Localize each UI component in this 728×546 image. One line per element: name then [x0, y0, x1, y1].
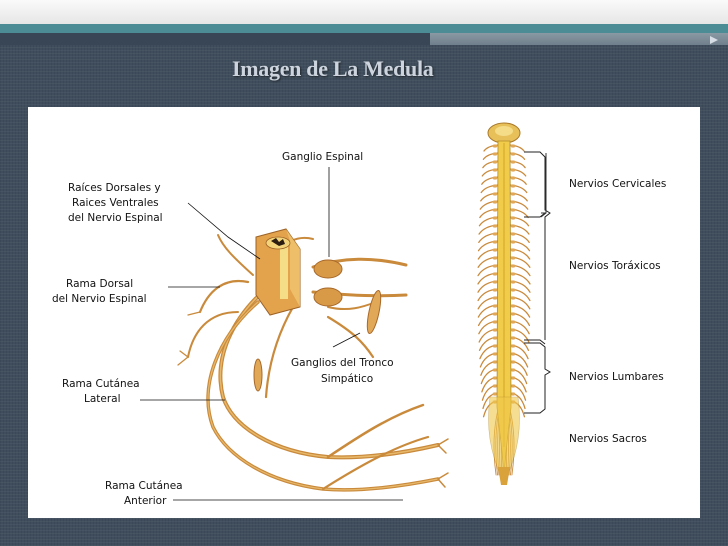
spinal-ganglion-node [510, 256, 516, 260]
spinal-ganglion-node [510, 216, 516, 220]
spinal-ganglion-node [492, 288, 498, 292]
spinal-ganglion-node [492, 352, 498, 356]
spinal-ganglion-node [510, 248, 516, 252]
spinal-ganglion-node [492, 376, 498, 380]
leader-lines-left [140, 167, 403, 501]
spinal-ganglion-node [510, 304, 516, 308]
spinal-ganglion-node [492, 272, 498, 276]
spinal-ganglion-node [492, 248, 498, 252]
spinal-ganglion-node [510, 360, 516, 364]
spinal-ganglion-node [492, 336, 498, 340]
spinal-ganglion-node [510, 288, 516, 292]
figure-panel: Ganglio Espinal Raíces Dorsales y Raices… [28, 107, 700, 518]
spinal-ganglion-node [510, 184, 516, 188]
label-rama-lateral-line2: Lateral [84, 393, 121, 405]
spinal-ganglion-node [510, 352, 516, 356]
label-nervios-toraxicos: Nervios Toráxicos [569, 260, 661, 272]
label-raices-line3: del Nervio Espinal [68, 212, 163, 224]
label-ganglios-tronco-line1: Ganglios del Tronco [291, 357, 394, 369]
region-brackets [524, 151, 551, 414]
header-tab [0, 33, 430, 45]
nerve-illustration [177, 228, 449, 492]
spinal-ganglion-node [492, 304, 498, 308]
spinal-ganglion-node [510, 296, 516, 300]
triangle-right-icon [710, 36, 718, 44]
label-nervios-cervicales: Nervios Cervicales [569, 178, 666, 190]
top-band [0, 0, 728, 24]
spinal-ganglion-node [492, 224, 498, 228]
spinal-ganglion-node [492, 192, 498, 196]
label-rama-lateral-line1: Rama Cutánea [62, 378, 140, 390]
spinal-ganglion-node [510, 328, 516, 332]
spinal-cord-section [255, 228, 301, 316]
spinal-ganglion-node [492, 296, 498, 300]
spinal-ganglion-node [510, 208, 516, 212]
label-nervios-sacros: Nervios Sacros [569, 433, 647, 445]
bracket-lines [540, 153, 547, 218]
spinal-ganglion-node [510, 368, 516, 372]
spinal-ganglion-node [510, 224, 516, 228]
slide-title: Imagen de La Medula [232, 56, 434, 81]
spinal-ganglion-node [510, 240, 516, 244]
label-raices-line2: Raices Ventrales [72, 197, 159, 209]
label-nervios-lumbares: Nervios Lumbares [569, 371, 664, 383]
spinal-ganglion-node [510, 376, 516, 380]
spinal-ganglion-node [510, 264, 516, 268]
spinal-column-illustration [477, 122, 531, 485]
accent-strip [0, 24, 728, 33]
spinal-ganglion-node [492, 360, 498, 364]
spinal-ganglion-node [492, 320, 498, 324]
spinal-ganglion-node [510, 176, 516, 180]
spinal-ganglion-node [510, 384, 516, 388]
spinal-ganglion-node [492, 144, 498, 148]
spinal-ganglion-node [492, 184, 498, 188]
spinal-ganglion-node [492, 152, 498, 156]
spinal-ganglion-node [492, 312, 498, 316]
spinal-ganglion-node [510, 168, 516, 172]
spinal-ganglion-node [510, 144, 516, 148]
spinal-ganglion-node [510, 280, 516, 284]
spinal-ganglion-node [492, 280, 498, 284]
label-rama-anterior-line2: Anterior [124, 495, 167, 507]
label-ganglio-espinal: Ganglio Espinal [282, 151, 363, 163]
spinal-ganglion-node [492, 168, 498, 172]
spinal-ganglion-node [492, 328, 498, 332]
spinal-ganglion-node [492, 232, 498, 236]
spinal-ganglion-node [492, 256, 498, 260]
label-rama-anterior-line1: Rama Cutánea [105, 480, 183, 492]
spinal-ganglion-node [492, 368, 498, 372]
spinal-ganglion-node [492, 176, 498, 180]
spinal-ganglion-node [510, 232, 516, 236]
spinal-cord-diagram: Ganglio Espinal Raíces Dorsales y Raices… [52, 122, 666, 507]
spinal-ganglion-node [510, 200, 516, 204]
spinal-ganglion-node [492, 200, 498, 204]
spinal-ganglion-node [492, 216, 498, 220]
label-raices-line1: Raíces Dorsales y [68, 182, 161, 194]
spinal-ganglion-node [510, 344, 516, 348]
spinal-ganglion-node [492, 160, 498, 164]
label-rama-dorsal-line1: Rama Dorsal [66, 278, 133, 290]
spinal-ganglion-node [492, 384, 498, 388]
spinal-ganglion-node [492, 392, 498, 396]
spinal-ganglion-node [510, 336, 516, 340]
spinal-ganglion-node [492, 344, 498, 348]
label-ganglios-tronco-line2: Simpático [321, 373, 373, 385]
spinal-ganglion-node [510, 272, 516, 276]
spinal-ganglion-node [492, 208, 498, 212]
spinal-ganglion-node [510, 152, 516, 156]
spinal-ganglion-node [510, 160, 516, 164]
spinal-ganglion-node [510, 192, 516, 196]
spinal-ganglion-node [510, 312, 516, 316]
spinal-ganglion-node [492, 264, 498, 268]
spinal-ganglion-node [510, 392, 516, 396]
spinal-ganglion-node [492, 240, 498, 244]
spinal-ganglion-node [510, 320, 516, 324]
label-rama-dorsal-line2: del Nervio Espinal [52, 293, 147, 305]
